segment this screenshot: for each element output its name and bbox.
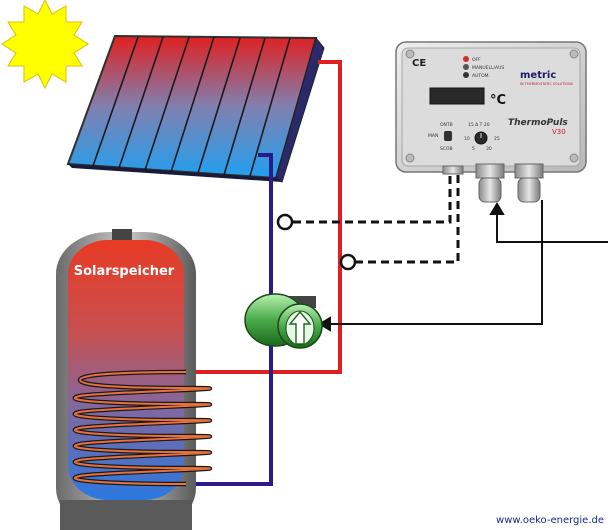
collector-sensor-icon (276, 213, 294, 231)
tank-label: Solarspeicher (74, 264, 175, 279)
hot-pipe (186, 60, 342, 374)
sensor-cable-collector (293, 170, 452, 224)
collector-tubes (92, 36, 291, 177)
heat-exchanger-coil (72, 369, 212, 487)
dial-label-right: 25 (494, 136, 500, 142)
led-auto-icon (463, 72, 469, 78)
switch-label-top: ONTB (440, 122, 453, 128)
led-manual-icon (463, 64, 469, 70)
brand-tagline: IN THERMOSTATIC SOLUTIONS (520, 82, 574, 86)
sun-icon (1, 0, 89, 90)
brand-logo: metric (520, 70, 556, 81)
sensor-cable-tank (355, 170, 460, 264)
dial-label-top: 15 Δ T 20 (468, 122, 490, 128)
switch-label-bottom: SCOB (440, 146, 453, 152)
cable-glands (442, 163, 544, 203)
power-cable (489, 202, 608, 243)
model-code: V30 (552, 128, 566, 136)
temperature-display (429, 87, 485, 105)
pump-arrow-icon (288, 310, 312, 345)
mode-switch[interactable] (444, 131, 452, 141)
led-off-icon (463, 56, 469, 62)
mode-manual-label: MANUELL/AUS (472, 65, 504, 71)
tank-sensor-icon (339, 253, 357, 271)
temperature-unit: °C (490, 93, 506, 108)
solar-collector (66, 34, 325, 183)
pump-cable (318, 200, 543, 332)
mode-off-label: OFF (472, 57, 481, 63)
circulation-pump (244, 293, 323, 349)
model-name: ThermoPuls (508, 118, 568, 128)
dial-label-left: 10 (464, 136, 470, 142)
ce-mark: CE (412, 58, 426, 69)
mode-auto-label: AUTOM. (472, 73, 490, 79)
tank-cap (112, 229, 132, 240)
source-url[interactable]: www.oeko-energie.de (496, 515, 604, 526)
dial-label-bottom-left: 5 (472, 146, 475, 152)
dial-label-bottom-right: 30 (486, 146, 492, 152)
controller-unit: CE OFF MANUELL/AUS AUTOM. metric IN THER… (395, 41, 587, 203)
switch-label-left: MAN (428, 133, 438, 139)
